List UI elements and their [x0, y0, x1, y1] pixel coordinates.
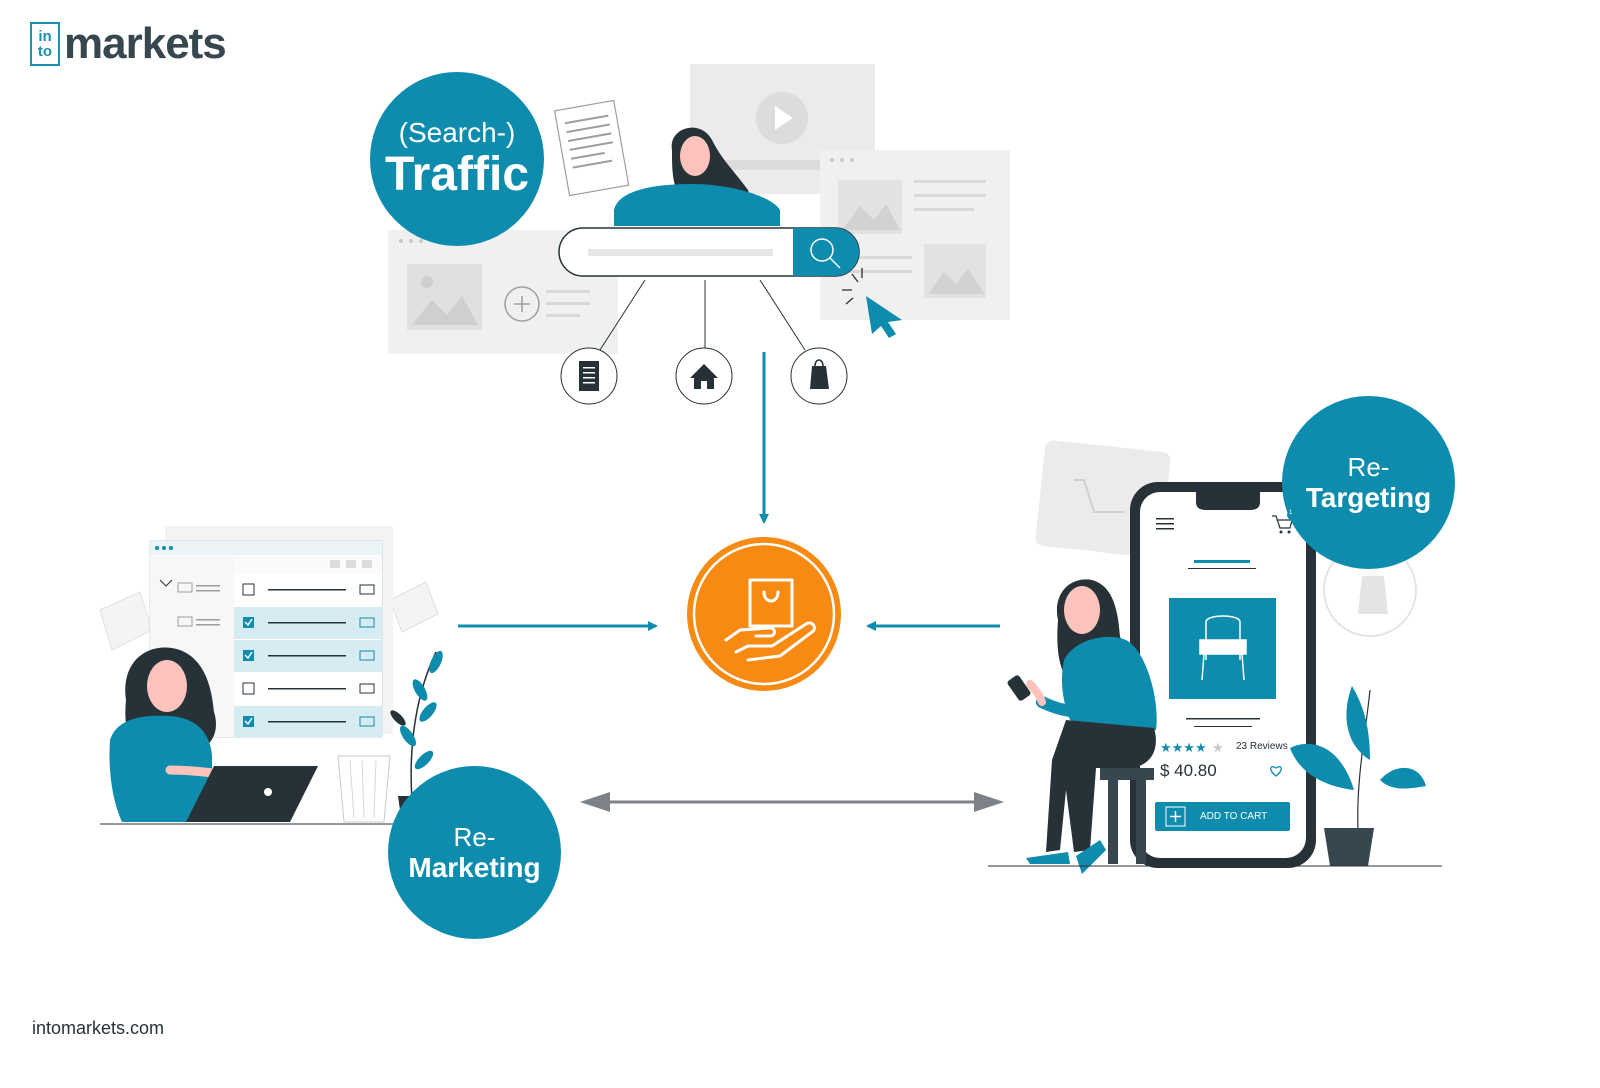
logo-box-line1: in — [38, 29, 51, 44]
svg-text:★: ★ — [1212, 741, 1224, 756]
cart-badge: 1 — [1289, 510, 1292, 516]
logo-box: in to — [30, 22, 60, 66]
arrow-bidirectional — [580, 792, 1004, 812]
remarketing-line1: Re- — [454, 822, 496, 852]
conversion-hub — [687, 537, 841, 691]
traffic-badge: (Search-) Traffic — [370, 72, 544, 246]
svg-text:★★★★: ★★★★ — [1160, 741, 1207, 756]
document-sheet — [555, 100, 629, 195]
retargeting-badge: Re- Targeting — [1282, 396, 1455, 569]
footer-url[interactable]: intomarkets.com — [32, 1018, 164, 1039]
document-icon — [579, 361, 599, 391]
retargeting-line2: Targeting — [1306, 482, 1431, 514]
traffic-line1: (Search-) — [399, 117, 516, 149]
product-reviews: 23 Reviews — [1236, 741, 1288, 752]
product-price: $ 40.80 — [1160, 761, 1217, 781]
brand-logo: in to markets — [30, 22, 226, 66]
rating-stars: ★★★★ ★ — [1160, 741, 1224, 756]
logo-word: markets — [64, 22, 226, 66]
email-illustration — [100, 526, 446, 824]
add-to-cart-button[interactable]: ADD TO CART — [1200, 811, 1267, 822]
remarketing-line2: Marketing — [408, 852, 540, 884]
remarketing-badge: Re- Marketing — [388, 766, 561, 939]
logo-box-line2: to — [38, 44, 52, 59]
traffic-line2: Traffic — [385, 149, 529, 201]
retargeting-line1: Re- — [1348, 452, 1390, 482]
